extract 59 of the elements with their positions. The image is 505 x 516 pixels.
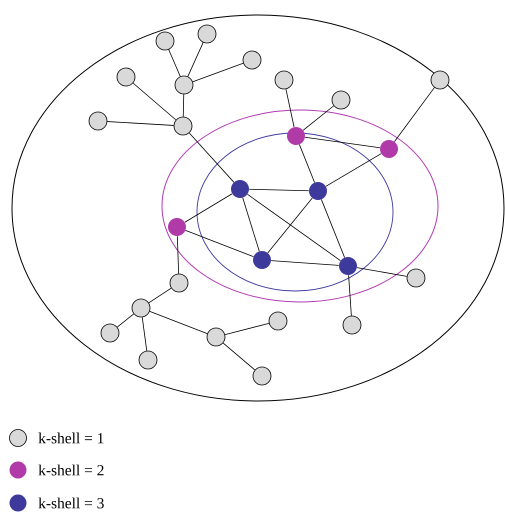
graph-vertex — [274, 70, 294, 90]
graph-edge — [185, 230, 254, 258]
legend-label: k-shell = 3 — [38, 498, 104, 508]
graph-vertex — [287, 127, 305, 145]
graph-edge — [176, 236, 180, 274]
graph-edge — [299, 144, 315, 183]
graph-edge — [321, 199, 345, 258]
graph-vertex — [268, 312, 288, 330]
graph-vertex — [430, 70, 450, 90]
graph-vertex — [198, 24, 216, 44]
graph-edge — [148, 288, 172, 304]
graph-edge — [132, 82, 176, 120]
graph-edge — [248, 188, 310, 192]
graph-vertex — [380, 140, 398, 158]
graph-edge — [302, 105, 334, 131]
graph-edge — [116, 314, 134, 328]
graph-edge — [182, 94, 184, 117]
graph-edge — [304, 136, 380, 148]
graph-edge — [242, 197, 260, 252]
graph-vertex — [406, 268, 426, 288]
graph-vertex — [206, 328, 226, 346]
graph-vertex — [332, 90, 350, 110]
graph-vertex — [88, 112, 108, 130]
graph-vertex — [242, 50, 262, 70]
graph-vertex — [252, 366, 272, 386]
graph-edge — [286, 88, 294, 128]
graph-edge — [192, 62, 244, 82]
graph-edge — [149, 311, 208, 334]
graph-vertex — [339, 257, 357, 275]
graph-edge — [267, 198, 313, 254]
legend-label: k-shell = 2 — [38, 464, 104, 476]
graph-edge — [106, 121, 174, 126]
graph-edge — [326, 153, 382, 187]
graph-edge — [247, 194, 341, 262]
graph-vertex — [168, 218, 186, 236]
graph-edge — [168, 49, 181, 77]
graph-vertex — [342, 316, 362, 334]
graph-vertex — [309, 182, 327, 200]
graph-edge — [224, 322, 270, 336]
graph-vertex — [116, 68, 136, 86]
graph-edge — [394, 87, 435, 142]
graph-vertex — [170, 274, 188, 292]
graph-edge — [270, 260, 340, 266]
graph-vertex — [174, 116, 192, 136]
graph-edge — [348, 274, 352, 316]
graph-vertex — [231, 180, 249, 198]
graph-edge — [188, 132, 234, 183]
graph-vertex — [174, 76, 194, 94]
graph-edge — [142, 316, 148, 352]
graph-edge — [356, 267, 408, 277]
graph-edge — [184, 193, 233, 223]
graph-vertex — [100, 324, 120, 342]
legend-label: k-shell = 1 — [38, 432, 104, 444]
graph-vertex — [132, 298, 150, 318]
graph-vertex — [253, 251, 271, 269]
graph-vertex — [156, 32, 174, 50]
graph-edge — [187, 42, 204, 77]
graph-vertex — [138, 350, 158, 370]
graph-edge — [222, 342, 256, 370]
